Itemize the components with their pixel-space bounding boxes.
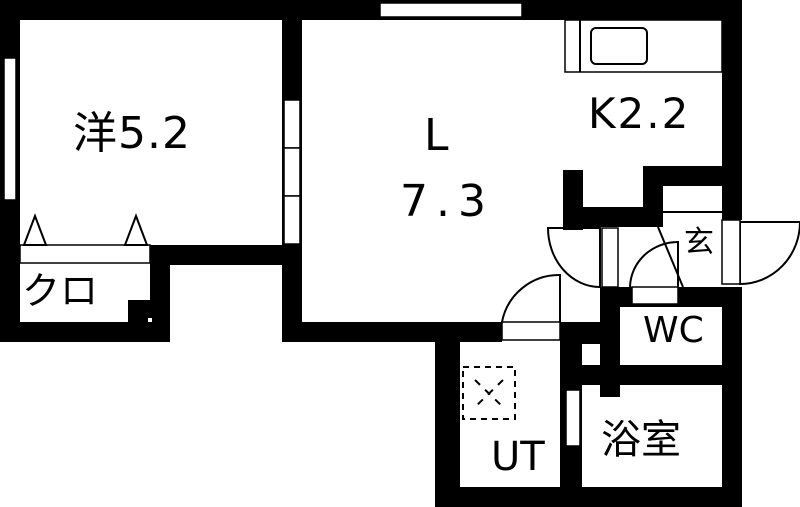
door-frame [601, 227, 619, 288]
room-label-entrance: 玄 [684, 225, 714, 260]
closet-shelf [19, 244, 151, 264]
room-label-living-size: 7.3 [400, 176, 494, 227]
top-wall [0, 0, 740, 20]
room-label-wc: WC [643, 310, 704, 351]
wc-bottom-wall [580, 365, 742, 385]
kitchen-bottom-wall [563, 207, 663, 227]
entrance-top-wall [643, 166, 742, 186]
window-west [3, 57, 17, 201]
door-swing-wc[interactable] [629, 240, 679, 288]
bath-door[interactable] [565, 389, 581, 447]
closet-dot [148, 318, 152, 322]
living-bottom-wall [282, 322, 502, 342]
room-label-closet: クロ [22, 269, 99, 313]
closet-pillar [128, 300, 150, 322]
ut-left-wall [435, 322, 460, 507]
room-label-bathroom: 浴室 [601, 417, 681, 463]
sliding-door-panel-1[interactable] [283, 99, 301, 149]
right-wall-bottom [722, 287, 742, 507]
bottom-wall [435, 487, 742, 507]
room-label-kitchen: K2.2 [588, 89, 691, 138]
sliding-door-panel-2[interactable] [283, 147, 301, 197]
front-door-frame [721, 219, 741, 285]
ut-door[interactable] [501, 321, 561, 341]
room-label-living-name: L [424, 110, 449, 161]
western-bottom-wall [150, 245, 290, 265]
room-label-ut: UT [491, 434, 545, 480]
door-swing-kitchen[interactable] [546, 227, 601, 289]
entrance-step-line [657, 226, 684, 288]
sink-icon [590, 27, 648, 65]
front-door-swing[interactable] [739, 221, 800, 286]
room-label-western: 洋5.2 [73, 108, 191, 159]
door-swing-ut[interactable] [501, 273, 561, 323]
wc-door[interactable] [631, 286, 679, 305]
closet-right-wall [150, 245, 170, 342]
closet-bottom-wall [0, 322, 170, 342]
folding-door-triangle-2 [123, 213, 149, 246]
washer-space [462, 366, 516, 420]
folding-door-triangle-1 [22, 213, 48, 246]
sliding-door-panel-3[interactable] [283, 195, 301, 245]
window-living-top [379, 2, 523, 18]
right-wall-top [722, 0, 742, 220]
